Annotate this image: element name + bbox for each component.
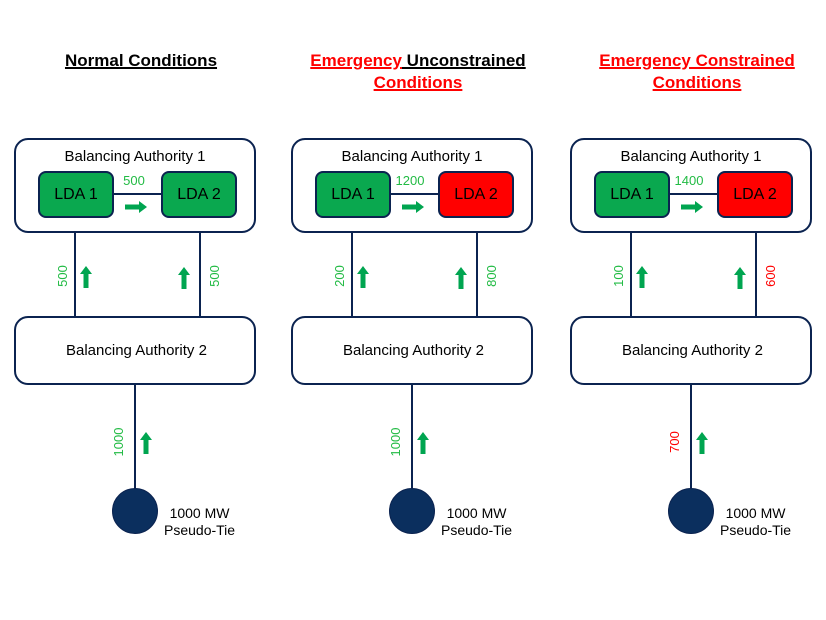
lda-flow-value: 500	[123, 173, 145, 188]
right-tie-line	[755, 218, 757, 318]
left-tie-flow-value: 100	[611, 265, 626, 287]
balancing-authority-2: Balancing Authority 2	[14, 316, 256, 385]
lda-1-box: LDA 1	[315, 171, 391, 218]
lda-link-line	[668, 193, 718, 195]
right-tie-up-arrow-icon	[455, 267, 467, 289]
lda-flow-value: 1200	[395, 173, 425, 188]
lda-1-label: LDA 1	[54, 185, 98, 203]
lda-1-label: LDA 1	[610, 185, 654, 203]
generator-circle-icon	[389, 488, 435, 534]
lda-2-box: LDA 2	[161, 171, 237, 218]
balancing-authority-1-label: Balancing Authority 1	[64, 148, 206, 165]
balancing-authority-2-label: Balancing Authority 2	[622, 342, 763, 359]
left-tie-line	[351, 218, 353, 318]
generator-type: Pseudo-Tie	[720, 522, 792, 538]
title-part: Emergency Constrained	[599, 51, 795, 70]
balancing-authority-1-label: Balancing Authority 1	[341, 148, 483, 165]
lda-link-line	[112, 193, 162, 195]
title-part: Normal Conditions	[64, 51, 218, 70]
pseudo-tie-line	[690, 384, 692, 489]
lda-2-box: LDA 2	[438, 171, 514, 218]
generator-capacity: 1000 MW	[446, 505, 507, 521]
pseudo-tie-flow-value: 1000	[388, 427, 403, 457]
generator-capacity: 1000 MW	[725, 505, 786, 521]
lda-1-box: LDA 1	[38, 171, 114, 218]
left-tie-up-arrow-icon	[80, 266, 92, 288]
generator-circle-icon	[668, 488, 714, 534]
generator-type: Pseudo-Tie	[164, 522, 236, 538]
left-tie-up-arrow-icon	[636, 266, 648, 288]
right-tie-flow-value: 600	[763, 265, 778, 287]
pseudo-tie-line	[411, 384, 413, 489]
balancing-authority-2-label: Balancing Authority 2	[343, 342, 484, 359]
panel-title: Normal Conditions	[6, 50, 276, 72]
balancing-authority-2: Balancing Authority 2	[291, 316, 533, 385]
generator-circle-icon	[112, 488, 158, 534]
title-part: Conditions	[652, 73, 742, 92]
generator-type: Pseudo-Tie	[441, 522, 513, 538]
flow-right-arrow-icon	[125, 200, 147, 213]
lda-2-label: LDA 2	[177, 185, 221, 203]
left-tie-line	[74, 218, 76, 318]
left-tie-up-arrow-icon	[357, 266, 369, 288]
balancing-authority-2: Balancing Authority 2	[570, 316, 812, 385]
right-tie-line	[199, 218, 201, 318]
lda-1-box: LDA 1	[594, 171, 670, 218]
pseudo-tie-up-arrow-icon	[140, 432, 152, 454]
title-part: Unconstrained	[401, 51, 526, 70]
balancing-authority-2-label: Balancing Authority 2	[66, 342, 207, 359]
title-part: Emergency	[310, 51, 402, 70]
right-tie-up-arrow-icon	[734, 267, 746, 289]
pseudo-tie-flow-value: 700	[667, 431, 682, 453]
flow-right-arrow-icon	[402, 200, 424, 213]
lda-2-label: LDA 2	[733, 185, 777, 203]
flow-right-arrow-icon	[681, 200, 703, 213]
pseudo-tie-line	[134, 384, 136, 489]
lda-link-line	[389, 193, 439, 195]
balancing-authority-1-label: Balancing Authority 1	[620, 148, 762, 165]
lda-2-box: LDA 2	[717, 171, 793, 218]
pseudo-tie-up-arrow-icon	[417, 432, 429, 454]
lda-flow-value: 1400	[674, 173, 704, 188]
left-tie-line	[630, 218, 632, 318]
right-tie-line	[476, 218, 478, 318]
pseudo-tie-flow-value: 1000	[111, 427, 126, 457]
title-part: Conditions	[373, 73, 463, 92]
left-tie-flow-value: 500	[55, 265, 70, 287]
pseudo-tie-up-arrow-icon	[696, 432, 708, 454]
lda-2-label: LDA 2	[454, 185, 498, 203]
right-tie-flow-value: 800	[484, 265, 499, 287]
left-tie-flow-value: 200	[332, 265, 347, 287]
generator-capacity: 1000 MW	[169, 505, 230, 521]
lda-1-label: LDA 1	[331, 185, 375, 203]
right-tie-up-arrow-icon	[178, 267, 190, 289]
right-tie-flow-value: 500	[207, 265, 222, 287]
